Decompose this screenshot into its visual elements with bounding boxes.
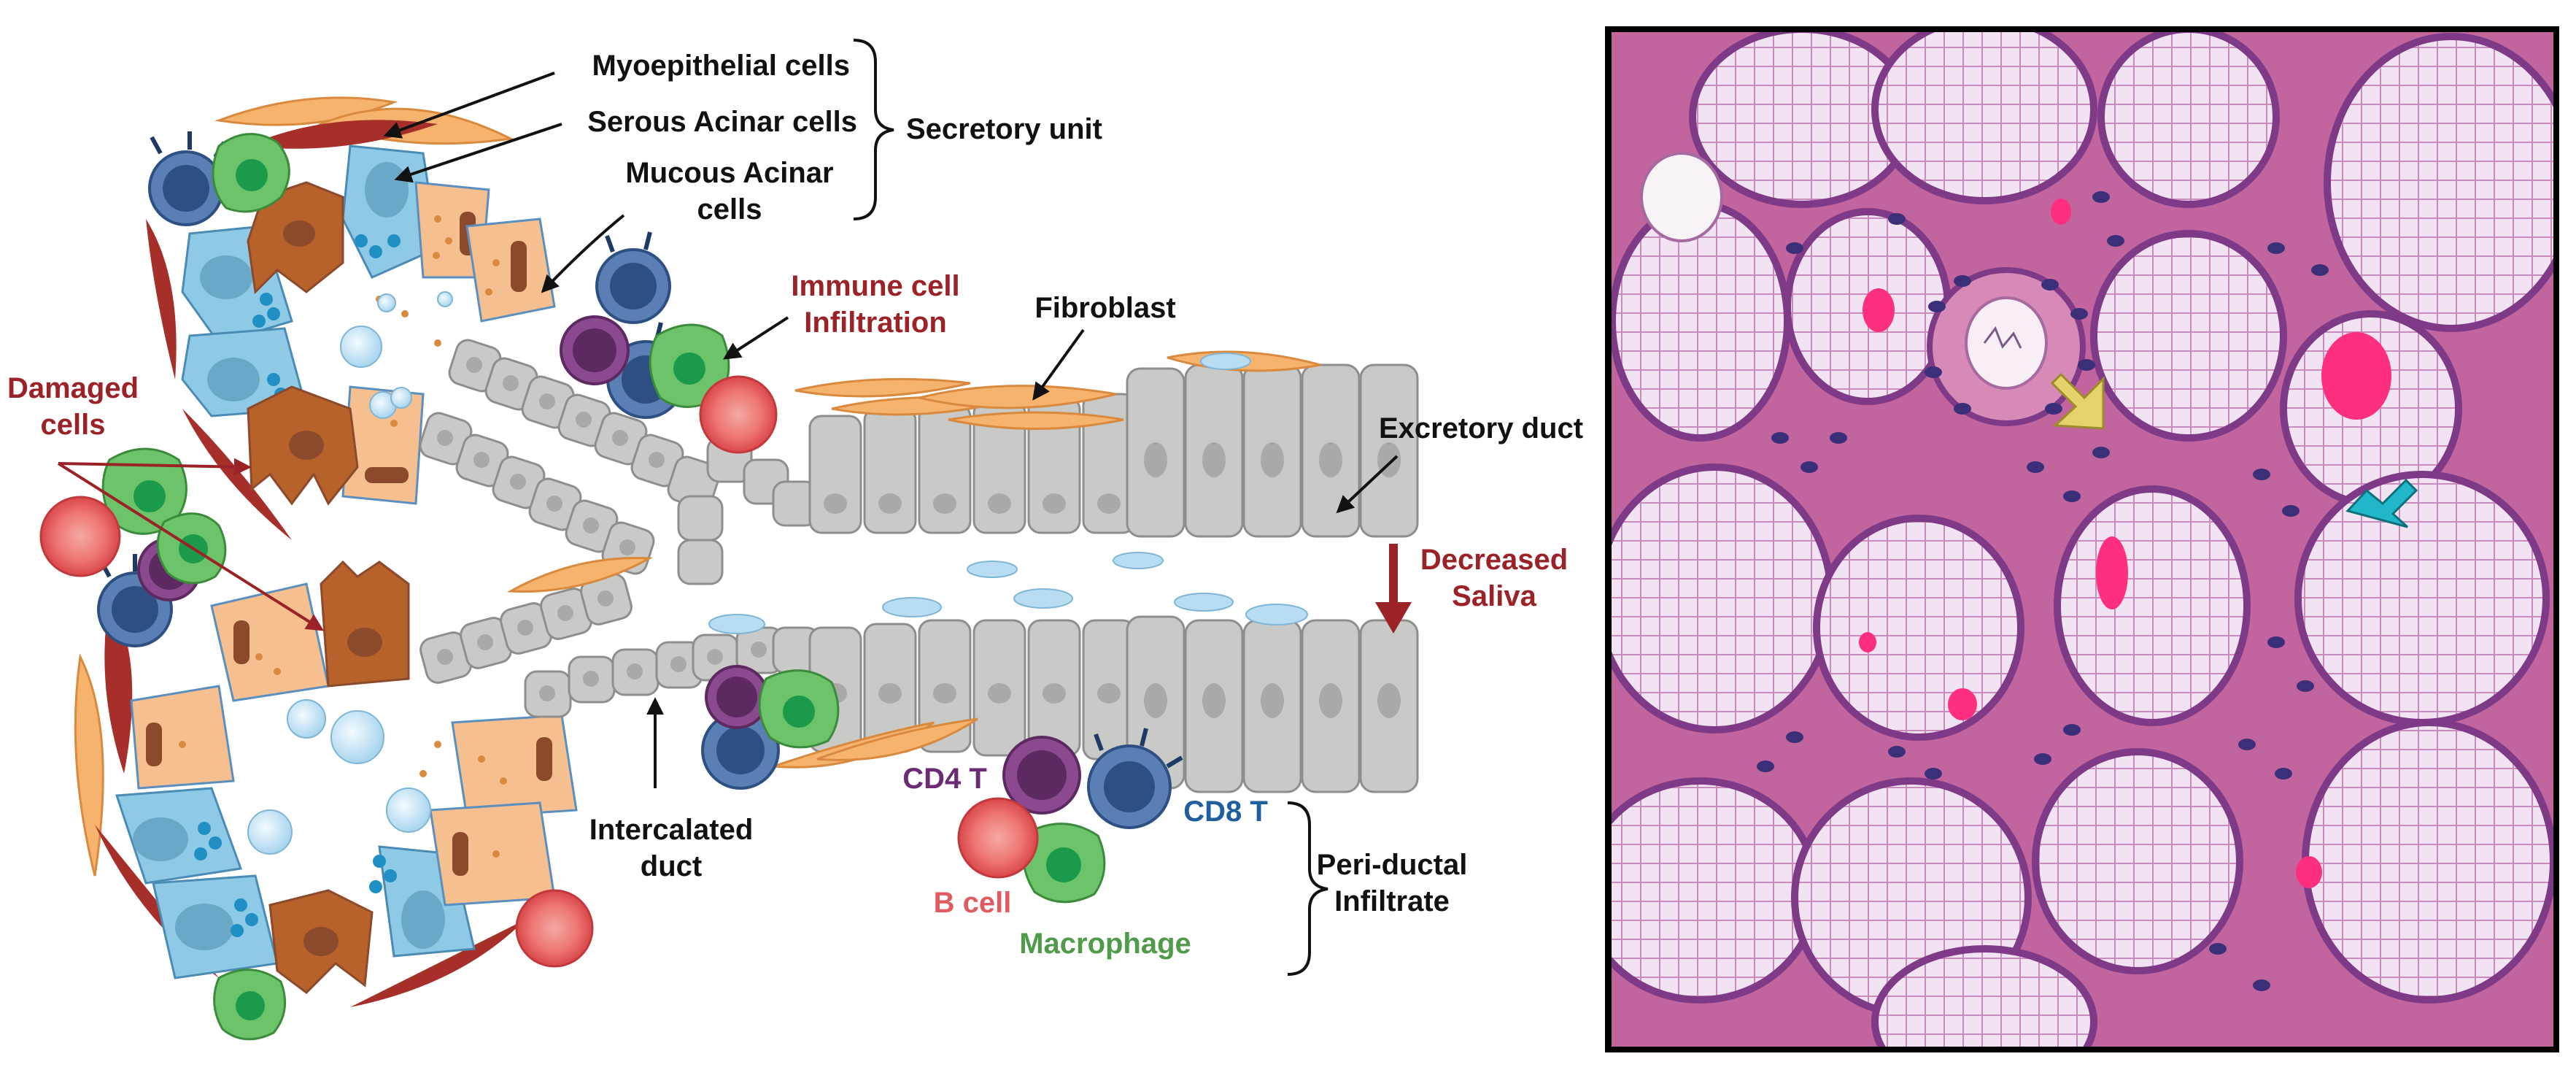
label-intercalated-line1: Intercalated <box>589 814 754 846</box>
macrophage <box>101 447 187 535</box>
nuclei <box>1757 191 2329 991</box>
vesicles <box>247 291 453 855</box>
b-cell <box>39 496 121 577</box>
label-peri-ductal-line2: Infiltrate <box>1334 885 1450 917</box>
label-decreased-line1: Decreased <box>1420 544 1568 576</box>
mucous-acini <box>1612 32 2553 1047</box>
damaged-cells <box>247 181 410 994</box>
label-intercalated-line2: duct <box>641 850 702 882</box>
b-cell <box>699 375 778 454</box>
cyan-arrow-icon <box>2345 478 2418 528</box>
mucous-acinar-cells <box>130 181 578 906</box>
label-fibroblast: Fibroblast <box>1034 292 1175 324</box>
red-blood-cells <box>1859 199 2391 888</box>
saliva-droplets <box>708 353 1308 634</box>
damaged-arrows <box>57 458 325 631</box>
histology-panel <box>1605 26 2559 1052</box>
label-macrophage: Macrophage <box>1019 928 1191 960</box>
fibroblasts <box>506 350 1321 769</box>
label-cd8-t: CD8 T <box>1183 796 1268 828</box>
cd8-t-cell <box>1087 728 1183 829</box>
macrophage <box>212 133 290 213</box>
pointer-arrows <box>383 72 1399 788</box>
immune-cells <box>39 131 1183 1041</box>
decreased-saliva-arrow <box>1375 544 1412 634</box>
label-peri-ductal-line1: Peri-ductal <box>1317 849 1468 881</box>
cd8-t-cell <box>595 231 671 324</box>
serous-acinar-cells <box>115 145 476 979</box>
duct-structure <box>1640 152 2086 426</box>
b-cell <box>515 889 594 968</box>
b-cell <box>957 797 1039 879</box>
diagram-labels: Myoepithelial cells Serous Acinar cells … <box>7 50 1583 960</box>
label-mucous-acinar-line1: Mucous Acinar <box>625 157 833 189</box>
label-b-cell: B cell <box>934 887 1012 919</box>
macrophage <box>213 969 287 1041</box>
cd4-t-cell <box>1002 736 1081 815</box>
label-damaged-line1: Damaged <box>7 372 139 404</box>
macrophage <box>1022 823 1106 904</box>
label-immune-infiltration-line2: Infiltration <box>804 307 947 339</box>
secretory-unit-brace <box>853 39 894 220</box>
peri-ductal-brace <box>1287 801 1328 976</box>
label-myoepithelial-cells: Myoepithelial cells <box>592 50 850 82</box>
cd4-t-cell <box>560 315 630 385</box>
label-decreased-line2: Saliva <box>1452 580 1536 612</box>
macrophage <box>649 323 730 408</box>
label-damaged-line2: cells <box>41 409 106 441</box>
label-mucous-acinar-line2: cells <box>697 193 762 226</box>
cd4-t-cell <box>705 665 769 729</box>
label-serous-acinar-cells: Serous Acinar cells <box>587 106 857 138</box>
label-excretory-duct: Excretory duct <box>1379 412 1583 444</box>
macrophage <box>758 669 840 749</box>
label-secretory-unit: Secretory unit <box>906 113 1102 145</box>
yellow-arrow-icon <box>2050 372 2105 430</box>
label-cd4-t: CD4 T <box>902 763 987 795</box>
label-immune-infiltration-line1: Immune cell <box>791 270 959 302</box>
schematic-diagram: Myoepithelial cells Serous Acinar cells … <box>7 39 1583 1041</box>
